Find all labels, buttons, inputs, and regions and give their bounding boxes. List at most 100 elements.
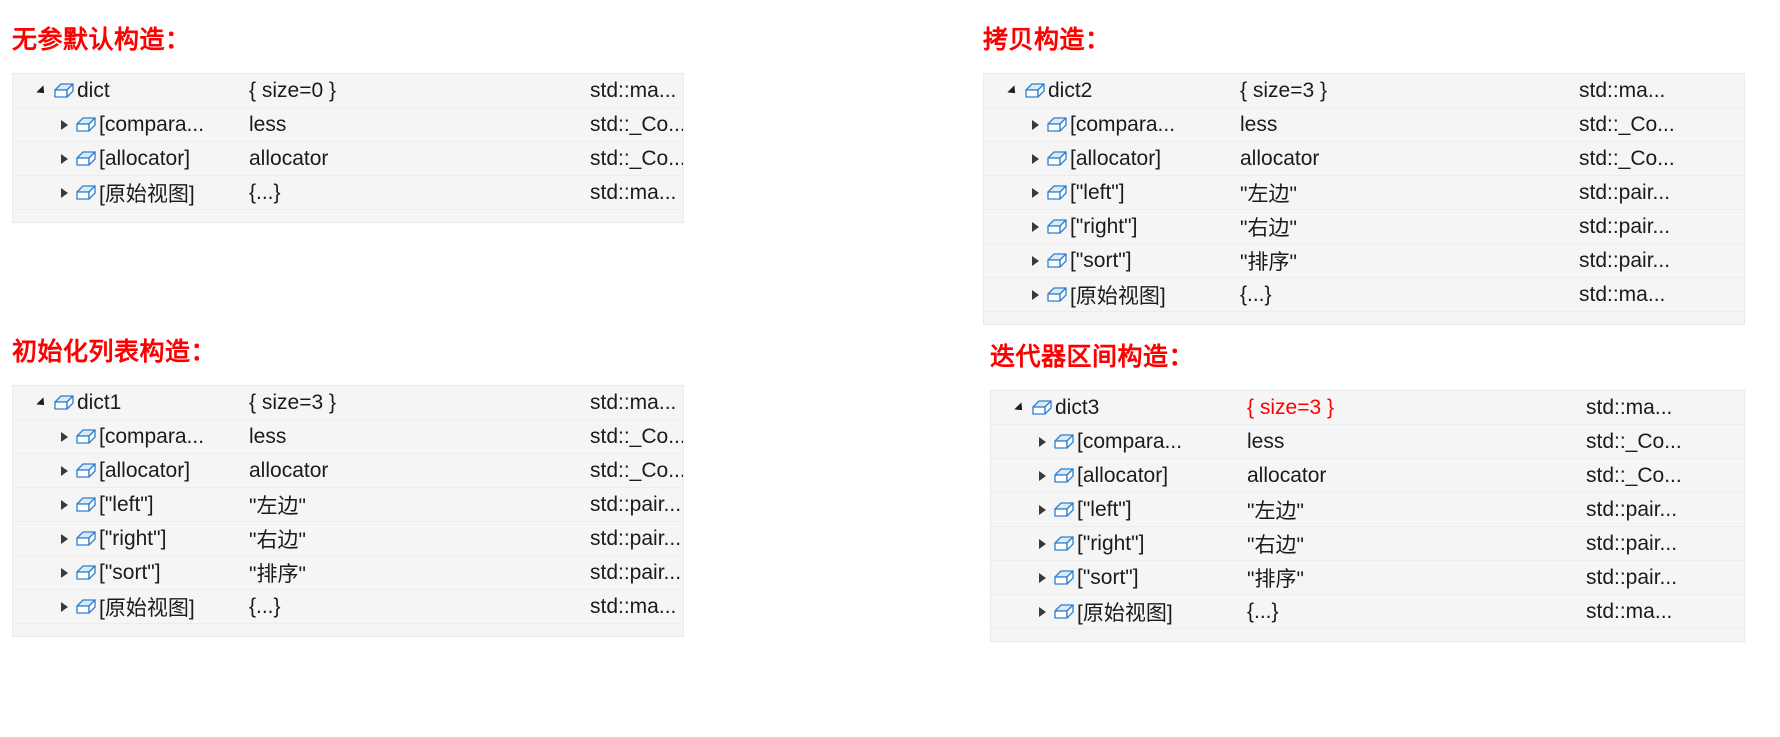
expander-collapsed-icon[interactable] [1024, 187, 1046, 198]
watch-value-cell[interactable]: allocator [249, 146, 329, 170]
watch-value-cell[interactable]: { size=0 } [249, 78, 336, 102]
expander-collapsed-icon[interactable] [53, 119, 75, 130]
watch-row[interactable]: [allocator] allocator std::_Co... [13, 454, 683, 488]
watch-row[interactable]: ["sort"]"排序"std::pair... [984, 244, 1744, 278]
expander-collapsed-icon[interactable] [53, 187, 75, 198]
expander-collapsed-icon[interactable] [1031, 538, 1053, 549]
watch-row[interactable]: ["left"]"左边"std::pair... [13, 488, 683, 522]
watch-name-cell: [allocator] [13, 459, 241, 483]
watch-value-cell[interactable]: less [1247, 429, 1285, 453]
watch-value-cell[interactable]: { size=3 } [1240, 78, 1327, 102]
watch-row[interactable]: dict3{ size=3 }std::ma... [991, 391, 1744, 425]
watch-type-cell: std::pair... [590, 526, 682, 550]
expander-collapsed-icon[interactable] [53, 465, 75, 476]
expander-collapsed-icon[interactable] [53, 499, 75, 510]
watch-value-cell[interactable]: { size=3 } [1247, 395, 1334, 419]
watch-row[interactable]: [原始视图]{...}std::ma... [984, 278, 1744, 312]
watch-value-cell[interactable]: "左边" [1240, 182, 1297, 206]
watch-row[interactable]: ["left"]"左边"std::pair... [991, 493, 1744, 527]
expander-collapsed-icon[interactable] [1031, 470, 1053, 481]
expander-collapsed-icon[interactable] [1024, 221, 1046, 232]
expander-collapsed-icon[interactable] [53, 153, 75, 164]
watch-value-cell[interactable]: {...} [249, 594, 281, 618]
expander-collapsed-icon[interactable] [1024, 153, 1046, 164]
watch-row[interactable]: [原始视图]{...}std::ma... [13, 176, 683, 210]
watch-value-cell[interactable]: less [1240, 112, 1278, 136]
watch-row[interactable]: ["right"]"右边"std::pair... [984, 210, 1744, 244]
expander-expanded-icon[interactable] [31, 396, 53, 409]
watch-type-cell: std::_Co... [1579, 112, 1675, 136]
watch-row[interactable]: dict{ size=0 }std::ma... [13, 74, 683, 108]
watch-value-cell[interactable]: "右边" [249, 528, 306, 552]
expander-expanded-icon[interactable] [1002, 84, 1024, 97]
expander-collapsed-icon[interactable] [53, 533, 75, 544]
watch-name-label: [allocator] [1077, 463, 1169, 487]
watch-value-cell[interactable]: "排序" [1247, 567, 1304, 591]
expander-collapsed-icon[interactable] [1031, 504, 1053, 515]
watch-row[interactable]: [原始视图]{...}std::ma... [13, 590, 683, 624]
watch-value-cell[interactable]: { size=3 } [249, 390, 336, 414]
watch-type-cell: std::pair... [1586, 565, 1678, 589]
watch-value-cell[interactable]: "左边" [1247, 499, 1304, 523]
watch-row[interactable]: dict1{ size=3 }std::ma... [13, 386, 683, 420]
watch-value-cell[interactable]: "排序" [1240, 250, 1297, 274]
watch-row[interactable]: [原始视图]{...}std::ma... [991, 595, 1744, 629]
watch-value-cell[interactable]: allocator [1240, 146, 1320, 170]
watch-row[interactable]: dict2{ size=3 }std::ma... [984, 74, 1744, 108]
watch-value-cell[interactable]: less [249, 424, 287, 448]
expander-collapsed-icon[interactable] [1031, 436, 1053, 447]
cube-icon [75, 597, 97, 617]
watch-value-cell[interactable]: "排序" [249, 562, 306, 586]
watch-row[interactable]: ["sort"]"排序"std::pair... [13, 556, 683, 590]
expander-collapsed-icon[interactable] [53, 567, 75, 578]
watch-value-cell[interactable]: "左边" [249, 494, 306, 518]
watch-value-cell[interactable]: "右边" [1247, 533, 1304, 557]
watch-value-cell[interactable]: less [249, 112, 287, 136]
watch-type-cell: std::ma... [590, 594, 677, 618]
watch-row[interactable]: ["sort"]"排序"std::pair... [991, 561, 1744, 595]
expander-collapsed-icon[interactable] [1024, 119, 1046, 130]
cube-icon [1046, 285, 1068, 305]
expander-collapsed-icon[interactable] [1031, 606, 1053, 617]
watch-value-cell[interactable]: "右边" [1240, 216, 1297, 240]
watch-row[interactable]: ["left"]"左边"std::pair... [984, 176, 1744, 210]
expander-expanded-icon[interactable] [31, 84, 53, 97]
cube-icon [1053, 500, 1075, 520]
watch-name-cell: ["sort"] [13, 561, 241, 585]
cube-icon [1053, 602, 1075, 622]
watch-row[interactable]: ["right"]"右边"std::pair... [13, 522, 683, 556]
watch-name-label: ["right"] [1070, 214, 1138, 238]
watch-value-cell[interactable]: {...} [1240, 282, 1272, 306]
expander-expanded-icon[interactable] [1009, 401, 1031, 414]
watch-value-cell[interactable]: allocator [1247, 463, 1327, 487]
watch-grid-iterator-range-ctor[interactable]: dict3{ size=3 }std::ma...[compara...less… [990, 390, 1745, 642]
watch-value-cell[interactable]: allocator [249, 458, 329, 482]
expander-collapsed-icon[interactable] [53, 431, 75, 442]
watch-value-cell[interactable]: {...} [249, 180, 281, 204]
expander-collapsed-icon[interactable] [1024, 255, 1046, 266]
watch-name-label: dict3 [1055, 395, 1100, 419]
watch-type-cell: std::ma... [590, 180, 677, 204]
expander-collapsed-icon[interactable] [53, 601, 75, 612]
watch-type-cell: std::_Co... [590, 458, 683, 482]
watch-grid-copy-ctor[interactable]: dict2{ size=3 }std::ma...[compara...less… [983, 73, 1745, 325]
expander-collapsed-icon[interactable] [1024, 289, 1046, 300]
watch-grid-init-list-ctor[interactable]: dict1{ size=3 }std::ma...[compara...less… [12, 385, 684, 637]
expander-collapsed-icon[interactable] [1031, 572, 1053, 583]
cube-icon [75, 427, 97, 447]
watch-value-cell[interactable]: {...} [1247, 599, 1279, 623]
watch-name-cell: [allocator] [13, 147, 241, 171]
cube-icon [1031, 398, 1053, 418]
watch-row[interactable]: ["right"]"右边"std::pair... [991, 527, 1744, 561]
cube-icon [75, 495, 97, 515]
cube-icon [1046, 251, 1068, 271]
cube-icon [53, 81, 75, 101]
